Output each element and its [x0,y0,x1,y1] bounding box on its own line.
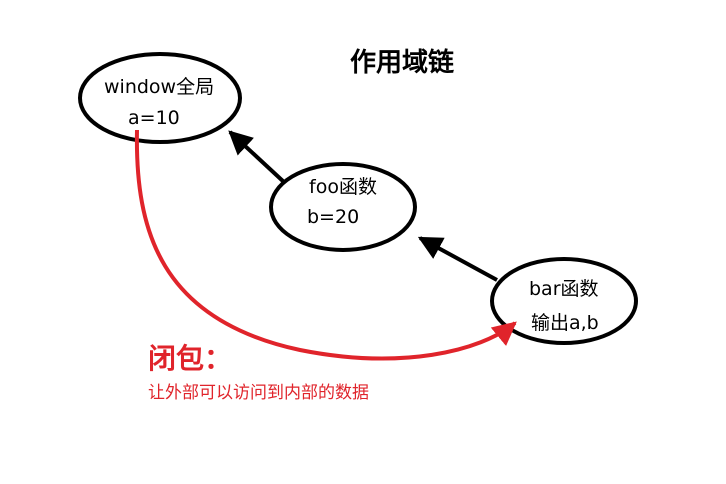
node-bar-value: 输出a,b [531,312,599,334]
node-bar-name: bar函数 [529,278,599,300]
node-window-name: window全局 [104,76,215,98]
diagram-title: 作用域链 [350,48,455,78]
node-foo-value: b=20 [307,206,360,228]
node-foo-ellipse [269,162,417,252]
node-bar-ellipse [490,257,638,345]
edge-closure-arrow [134,129,517,361]
closure-description: 让外部可以访问到内部的数据 [148,383,369,403]
closure-title: 闭包： [148,342,233,375]
edge-bar-to-foo-arrow [417,236,498,282]
node-window-value: a=10 [128,107,180,129]
edge-foo-to-window-arrow [228,130,287,185]
node-window-ellipse [78,52,242,144]
node-foo-name: foo函数 [309,176,377,198]
